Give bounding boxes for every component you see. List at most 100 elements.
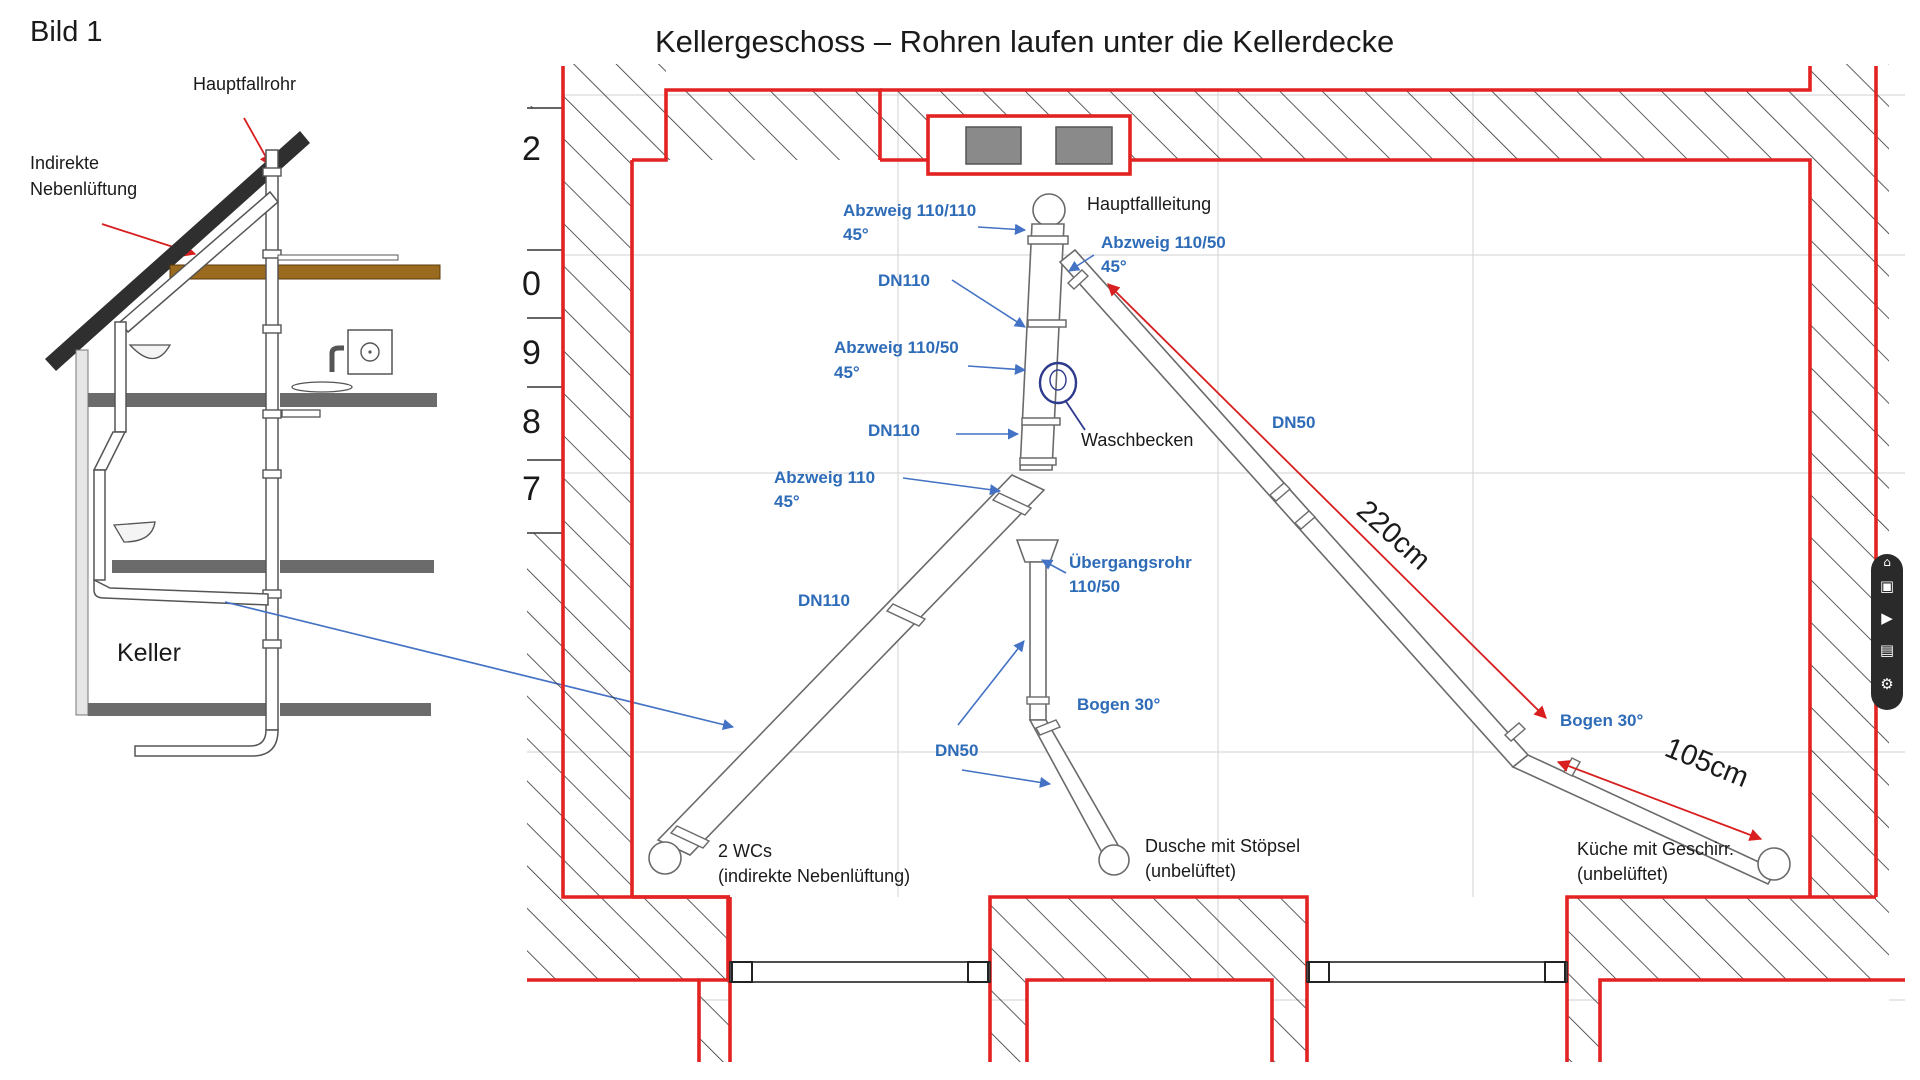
- dusche-outlet: [1098, 844, 1130, 876]
- pipe-main-couplings: [1019, 235, 1069, 466]
- floor-attic: [169, 264, 441, 280]
- pointer-waschbecken: [1064, 399, 1086, 431]
- dimension-220-label: 220cm: [1350, 494, 1436, 576]
- pointer-abzweig-110-110: [977, 223, 1027, 235]
- wall-outline-pillar-1b: [1025, 978, 1274, 1062]
- waschbecken-fitting: [1038, 361, 1078, 405]
- pointer-abzweig-110-50-mid: [967, 363, 1027, 375]
- wall-number-4: 8: [522, 403, 541, 441]
- wall-outline-top: [880, 66, 1812, 92]
- wall-outline-inner: [632, 88, 882, 162]
- label-nebenlueftung-1: Indirekte: [30, 153, 99, 173]
- floor-basement-right: [280, 703, 431, 716]
- label-hauptfallleitung: Hauptfallleitung: [1087, 194, 1211, 214]
- label-dn110-b: DN110: [868, 421, 920, 440]
- wall-fixture-dot: [368, 350, 372, 354]
- pointer-dn50-left-up: [957, 640, 1025, 726]
- dimension-220-line: [1107, 283, 1547, 719]
- floor-ground-left: [112, 560, 268, 573]
- label-uebergangsrohr-2: 110/50: [1069, 577, 1120, 596]
- pipe-dn110-couplings: [669, 492, 1033, 849]
- wall-outline-top-inner: [1130, 158, 1812, 897]
- label-abzweig-110-50-top: Abzweig 110/50: [1101, 233, 1226, 252]
- window-1: [729, 961, 991, 983]
- main-stack-base: [134, 729, 279, 757]
- pointer-dn50-left-down: [961, 769, 1052, 788]
- wc-outlet: [648, 841, 682, 875]
- label-bogen-30-right: Bogen 30°: [1560, 711, 1644, 730]
- wall-outline-pillar-2b: [1598, 978, 1905, 1062]
- main-stack-couplings: [262, 167, 282, 649]
- floor-basement-left: [88, 703, 268, 716]
- label-dn50-left: DN50: [935, 741, 978, 760]
- wall-number-5: 7: [522, 470, 541, 508]
- ground-branch-pipe: [93, 578, 269, 606]
- label-keller: Keller: [117, 639, 181, 667]
- sink-tap: [329, 345, 344, 372]
- gallery-icon[interactable]: ▤: [1879, 641, 1895, 659]
- wall-hatch: [527, 64, 1889, 1062]
- label-bogen-30-left: Bogen 30°: [1077, 695, 1161, 714]
- pipe-dn50-shower-vertical: [1029, 561, 1047, 721]
- uebergangsrohr-fitting: [1015, 539, 1060, 563]
- wall-label-strip: [527, 108, 563, 533]
- video-icon[interactable]: ▶: [1881, 609, 1893, 627]
- chimney-flue-2: [1055, 126, 1113, 165]
- sink-basin: [291, 381, 353, 393]
- floor-ground-right: [280, 560, 434, 573]
- label-abzweig-110-50-mid-angle: 45°: [834, 363, 860, 382]
- label-abzweig-110-110-angle: 45°: [843, 225, 869, 244]
- wall-number-3: 9: [522, 334, 541, 372]
- gear-icon[interactable]: ⚙: [1880, 675, 1894, 693]
- building-section: Bild 1 Hauptfallrohr Indirekte Nebenlüft…: [30, 16, 735, 757]
- label-abzweig-110-110: Abzweig 110/110: [843, 201, 976, 220]
- wall-outline-pillar-2: [1565, 895, 1876, 1062]
- washbasin-ground: [112, 521, 156, 543]
- wall-number-2: 0: [522, 265, 541, 303]
- kueche-outlet: [1757, 847, 1791, 881]
- vent-diagonal-pipe: [118, 190, 280, 334]
- pipe-main-upper: [1019, 223, 1065, 471]
- label-nebenlueftung-2: Nebenlüftung: [30, 179, 137, 199]
- pipe-dn50-shower-diagonal: [1028, 719, 1124, 862]
- label-uebergangsrohr-1: Übergangsrohr: [1069, 553, 1192, 572]
- pointer-dn110-a: [951, 279, 1026, 328]
- wall-clear-topstrip: [880, 64, 1810, 90]
- window-2: [1306, 961, 1568, 983]
- dimension-105-line: [1556, 760, 1763, 841]
- dimension-105-label: 105cm: [1660, 732, 1753, 794]
- washbasin-upper: [128, 344, 172, 360]
- label-abzweig-110-50-top-angle: 45°: [1101, 257, 1127, 276]
- wall-outline-outer-left: [561, 66, 730, 1062]
- section-to-plan-pointer: [224, 601, 735, 731]
- floor-upper-left: [88, 393, 268, 407]
- label-kueche-1: Küche mit Geschirr.: [1577, 839, 1734, 859]
- figure-label: Bild 1: [30, 16, 103, 48]
- wall-number-1: 2: [522, 130, 541, 168]
- wall-fixture-outlet: [360, 342, 380, 362]
- floor-upper-right: [280, 393, 437, 407]
- sink-drain: [281, 409, 321, 418]
- pointer-abzweig-110: [902, 477, 1002, 496]
- label-dusche-1: Dusche mit Stöpsel: [1145, 836, 1300, 856]
- hauptfallleitung-circle: [1032, 193, 1066, 227]
- waschbecken-fitting-inner: [1049, 369, 1067, 391]
- wall-clear-bottom-right: [1600, 980, 1889, 1062]
- outer-wall: [75, 349, 89, 716]
- wall-clear-bottom-mid: [1027, 980, 1272, 1062]
- label-dusche-2: (unbelüftet): [1145, 861, 1236, 881]
- pointer-abzweig-110-50-top: [1068, 254, 1095, 272]
- attic-ventline: [277, 254, 399, 261]
- floating-toolbar: ⌂ ▣ ▶ ▤ ⚙: [1871, 554, 1903, 710]
- camera-icon[interactable]: ▣: [1879, 577, 1895, 595]
- label-abzweig-110: Abzweig 110: [774, 468, 875, 487]
- home-icon[interactable]: ⌂: [1883, 555, 1891, 569]
- wall-clear-topleft: [527, 64, 563, 106]
- label-hauptfallrohr: Hauptfallrohr: [193, 74, 296, 94]
- pointer-uebergangsrohr: [1041, 559, 1067, 574]
- label-dn110-a: DN110: [878, 271, 930, 290]
- vent-lower-pipe: [93, 469, 106, 581]
- chimney-flue-1: [965, 126, 1022, 165]
- vent-vertical-pipe: [114, 321, 127, 433]
